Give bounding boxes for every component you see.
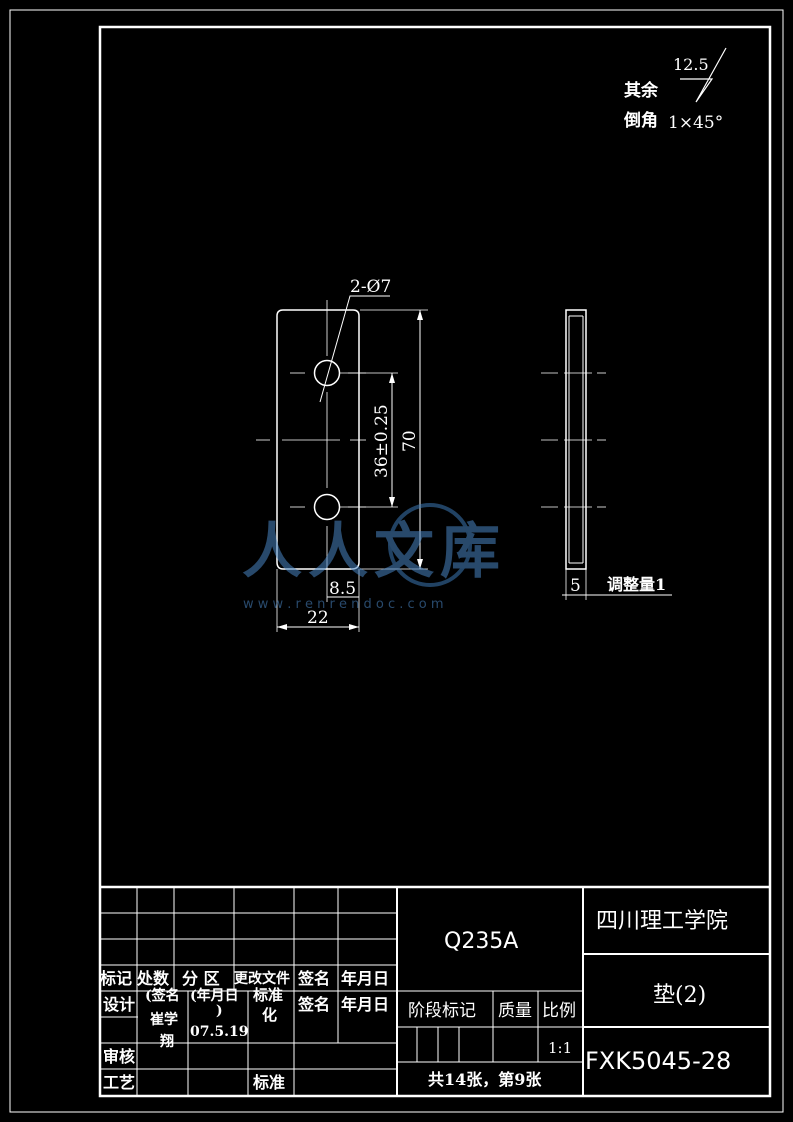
dim-width: 22 [307, 608, 329, 628]
roughness-note: 其余 12.5 倒角 1×45° [623, 47, 727, 133]
row-standard: 标准 [252, 1073, 285, 1092]
drawing-number: FXK5045-28 [585, 1047, 731, 1075]
row-std-label: 标准 [252, 986, 283, 1004]
row-design: 设计 [103, 995, 135, 1014]
hdr-sign: 签名 [297, 969, 330, 988]
adjust-note: 调整量1 [607, 575, 666, 594]
roughness-value: 12.5 [673, 55, 709, 74]
hdr-scale: 比例 [542, 1001, 576, 1021]
school-name: 四川理工学院 [596, 909, 728, 934]
side-centerlines [541, 372, 606, 508]
row-sign-paren: (签名 [145, 987, 180, 1004]
hole-callout: 2-Ø7 [350, 277, 391, 297]
dim-thickness: 5 [570, 576, 581, 596]
side-outline [565, 309, 587, 570]
row-std-label2: 化 [262, 1006, 277, 1024]
drawing-border [98, 25, 772, 1098]
watermark-logo-icon [388, 503, 472, 587]
watermark: 人人文库 w w w . r e n r e n d o c . c o m [242, 503, 506, 612]
row-sign-overlap-b: 翔 [159, 1033, 174, 1050]
front-view [256, 295, 428, 632]
hdr-date: 年月日 [341, 969, 389, 988]
watermark-text: 人人文库 [242, 517, 506, 587]
hdr-change-doc: 更改文件 [234, 970, 290, 987]
row-check: 审核 [103, 1047, 135, 1066]
outer-frame [9, 9, 784, 1113]
hdr-mark: 标记 [99, 969, 132, 988]
chamfer-label: 倒角 [623, 110, 658, 131]
row-date-paren: (年月日 [190, 987, 239, 1004]
hole-bottom [313, 493, 341, 521]
part-name: 垫(2) [653, 983, 706, 1008]
hole-top [313, 359, 341, 387]
title-block [100, 885, 770, 1096]
dim-length: 70 [400, 430, 420, 452]
row-date2: 年月日 [341, 995, 389, 1014]
hole-leader-line [319, 295, 390, 403]
plate-outline [276, 309, 360, 570]
row-paren-close: ) [216, 1003, 223, 1019]
scale-value: 1:1 [548, 1039, 572, 1057]
row-sign2: 签名 [297, 995, 330, 1014]
sheet-count: 共14张，第9张 [428, 1070, 542, 1089]
side-view [541, 309, 672, 600]
chamfer-value: 1×45° [668, 113, 723, 133]
row-process: 工艺 [103, 1073, 135, 1092]
roughness-symbol-icon [680, 47, 727, 103]
hdr-weight: 质量 [498, 1001, 532, 1021]
hdr-zone: 分 区 [182, 969, 220, 988]
hdr-count: 处数 [136, 969, 170, 988]
hdr-stage-mark: 阶段标记 [408, 1001, 476, 1021]
row-sign-overlap-a: 崔学 [150, 1011, 178, 1028]
row-date-value: 07.5.19 [190, 1024, 248, 1040]
material: Q235A [444, 929, 518, 954]
roughness-other-label: 其余 [624, 80, 659, 101]
dim-hole-offset: 8.5 [329, 579, 356, 599]
watermark-url: w w w . r e n r e n d o c . c o m [243, 597, 444, 612]
dim-hole-spacing: 36±0.25 [372, 404, 392, 478]
